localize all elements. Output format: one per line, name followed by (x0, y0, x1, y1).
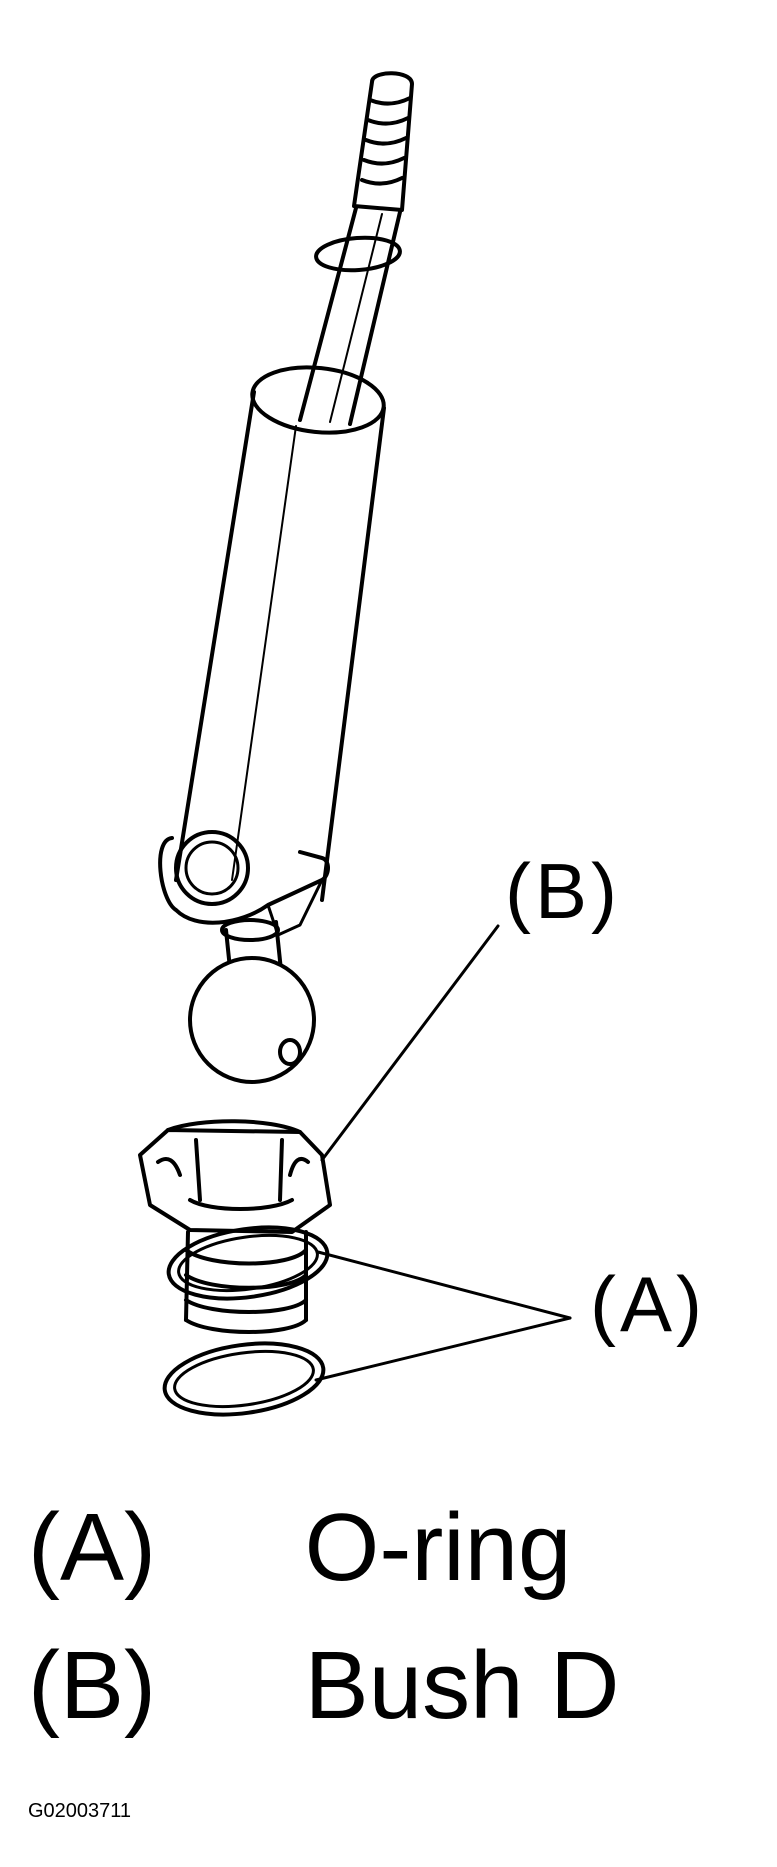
rod-threaded-tip (352, 71, 414, 212)
rod-sleeve (174, 365, 386, 902)
o-ring-lower (162, 1341, 326, 1417)
legend-text: O-ring (304, 1494, 572, 1601)
bush-d (138, 1119, 332, 1334)
leader-line-a-lower (314, 1316, 572, 1382)
legend-row-o-ring: (A) O-ring (28, 1500, 571, 1596)
legend-key: (A) (28, 1494, 156, 1601)
exploded-view-diagram (138, 71, 572, 1417)
ball-joint (188, 918, 316, 1084)
figure-code: G02003711 (28, 1800, 132, 1822)
legend-text: Bush D (304, 1632, 620, 1739)
rod-washer (314, 235, 402, 273)
rod-shaft (298, 206, 402, 426)
leader-line-a-upper (316, 1250, 572, 1320)
callout-label-b: (B) (505, 847, 621, 935)
callout-label-a: (A) (590, 1260, 706, 1348)
leader-line-b (320, 924, 500, 1162)
legend-key: (B) (28, 1632, 156, 1739)
legend-row-bush-d: (B) Bush D (28, 1638, 619, 1734)
lever-eye (158, 830, 330, 937)
